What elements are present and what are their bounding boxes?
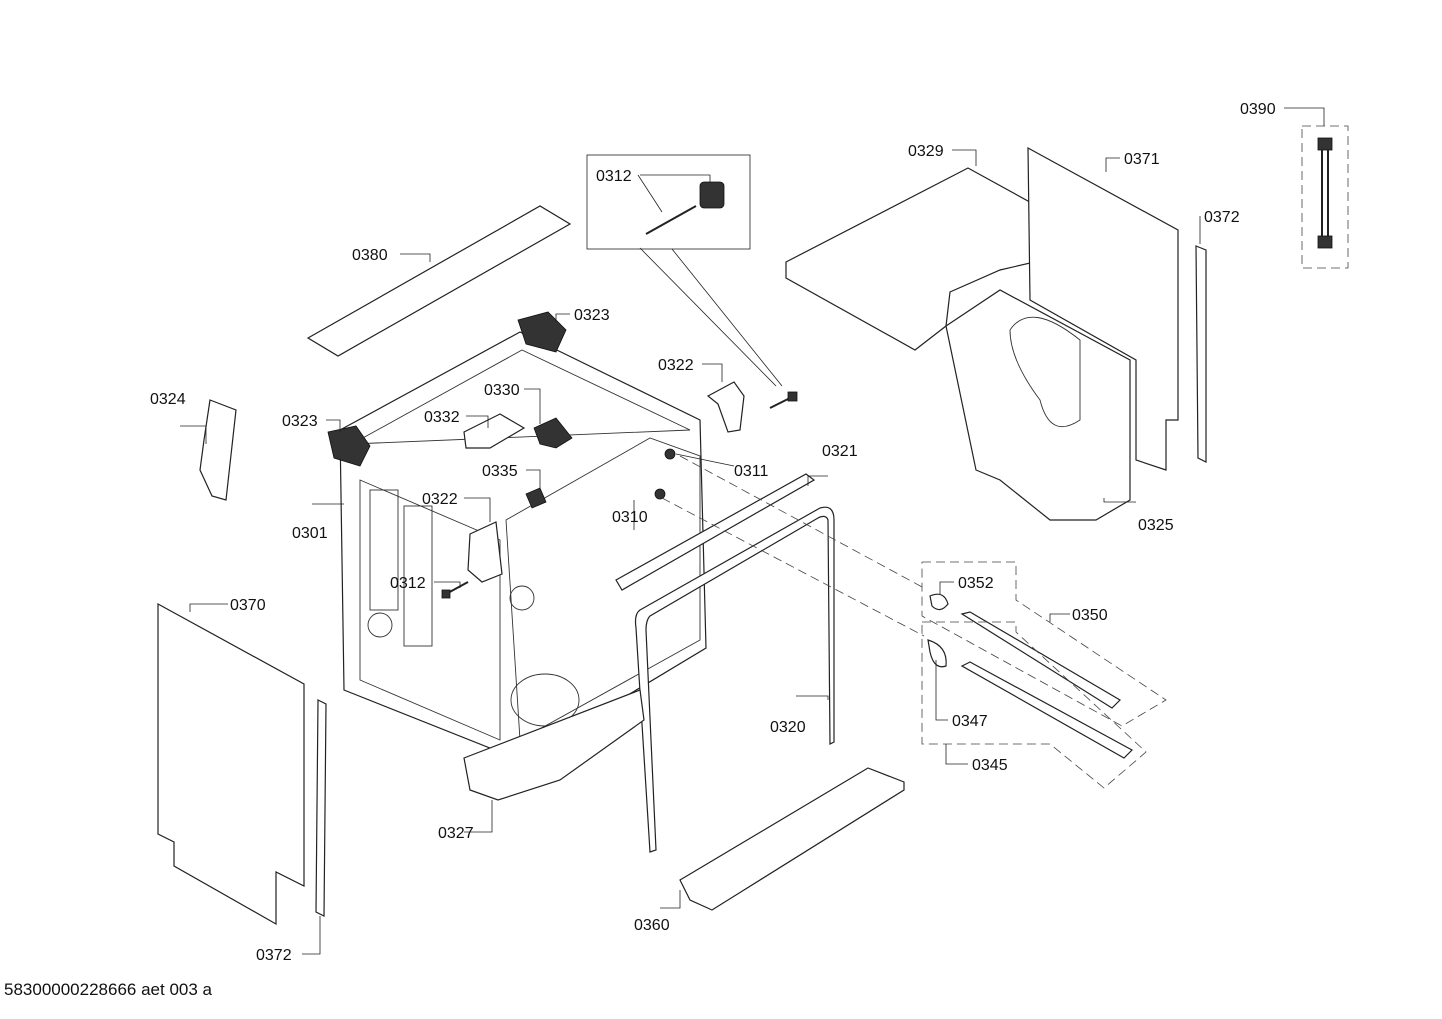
label-0371[interactable]: 0371 <box>1124 151 1160 168</box>
projection-line-a <box>679 455 925 589</box>
label-0352[interactable]: 0352 <box>958 575 994 592</box>
part-0323-left-bracket[interactable] <box>327 425 371 467</box>
label-0329[interactable]: 0329 <box>908 143 944 160</box>
part-0320-door-gasket[interactable] <box>634 506 835 853</box>
label-0323-top[interactable]: 0323 <box>574 307 610 324</box>
part-0345-rail-group[interactable] <box>921 621 1147 789</box>
part-0370-left-panel[interactable] <box>157 602 305 926</box>
label-0360[interactable]: 0360 <box>634 917 670 934</box>
part-0347-clip[interactable] <box>927 639 947 668</box>
part-0352-clip[interactable] <box>929 593 949 611</box>
part-0350-rail-group[interactable] <box>921 561 1167 727</box>
detail-box-0312 <box>586 154 798 409</box>
label-0347[interactable]: 0347 <box>952 713 988 730</box>
label-0327[interactable]: 0327 <box>438 825 474 842</box>
part-0332-latch-cover[interactable] <box>463 413 526 449</box>
label-0322-top[interactable]: 0322 <box>658 357 694 374</box>
part-0327-plinth[interactable] <box>463 689 645 801</box>
label-0320[interactable]: 0320 <box>770 719 806 736</box>
part-0371-side-panel[interactable] <box>1027 146 1179 471</box>
part-0312-side-screw[interactable] <box>441 581 469 599</box>
label-0372-right[interactable]: 0372 <box>1204 209 1240 226</box>
part-0330-latch[interactable] <box>533 417 573 449</box>
label-0323-left[interactable]: 0323 <box>282 413 318 430</box>
label-0390[interactable]: 0390 <box>1240 101 1276 118</box>
label-0370[interactable]: 0370 <box>230 597 266 614</box>
part-0325-rear-insulation[interactable] <box>945 289 1131 521</box>
label-0350[interactable]: 0350 <box>1072 607 1108 624</box>
part-0310-roller[interactable] <box>654 488 666 500</box>
label-0321[interactable]: 0321 <box>822 443 858 460</box>
label-0335[interactable]: 0335 <box>482 463 518 480</box>
part-0380-top-plate[interactable] <box>306 205 572 357</box>
label-0345[interactable]: 0345 <box>972 757 1008 774</box>
label-0380[interactable]: 0380 <box>352 247 388 264</box>
label-0312-detail[interactable]: 0312 <box>596 168 632 185</box>
part-0321-frame-bar[interactable] <box>615 473 816 591</box>
part-0322-side-clip[interactable] <box>467 521 503 583</box>
part-0329-top-mat[interactable] <box>785 167 1110 351</box>
part-0311-roller[interactable] <box>664 448 676 460</box>
part-0372-right-strip[interactable] <box>1195 245 1207 463</box>
label-0311[interactable]: 0311 <box>734 463 769 480</box>
part-0390-cable[interactable] <box>1301 125 1349 269</box>
leader-lines <box>180 107 1325 955</box>
label-0312-side[interactable]: 0312 <box>390 575 426 592</box>
part-0360-base-trim[interactable] <box>679 767 905 911</box>
part-0372-left-strip[interactable] <box>315 699 327 917</box>
label-0372-left[interactable]: 0372 <box>256 947 292 964</box>
part-0322-top-clip[interactable] <box>706 381 745 433</box>
label-0332[interactable]: 0332 <box>424 409 460 426</box>
part-0301-tub[interactable] <box>339 331 707 761</box>
part-0324-hinge[interactable] <box>199 399 237 501</box>
label-0330[interactable]: 0330 <box>484 382 520 399</box>
label-0322-side[interactable]: 0322 <box>422 491 458 508</box>
label-0325[interactable]: 0325 <box>1138 517 1174 534</box>
part-0323-top-bracket[interactable] <box>517 311 567 353</box>
projection-line-b <box>661 497 925 637</box>
part-0335-rail-clip[interactable] <box>525 487 547 509</box>
callout-labels: 0390 0329 0371 0372 0312 0380 0323 0322 … <box>150 101 1276 964</box>
label-0324[interactable]: 0324 <box>150 391 186 408</box>
label-0310[interactable]: 0310 <box>612 509 648 526</box>
drawing-number: 58300000228666 aet 003 a <box>4 980 212 999</box>
label-0301[interactable]: 0301 <box>292 525 328 542</box>
